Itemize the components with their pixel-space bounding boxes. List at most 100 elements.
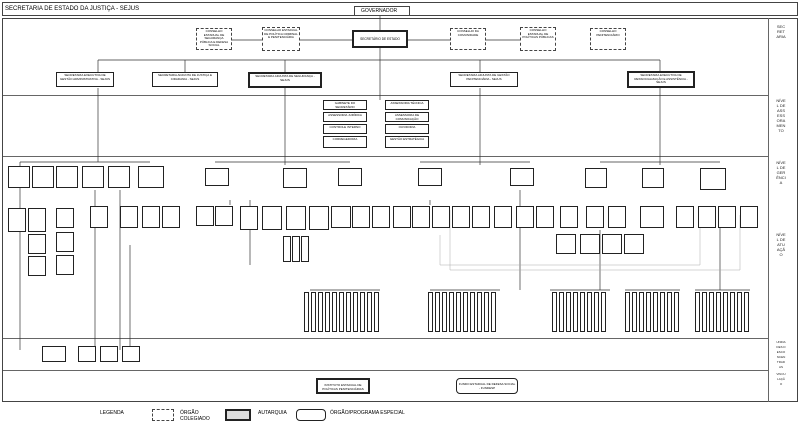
unit-column <box>477 292 482 332</box>
department-box <box>56 166 78 188</box>
unit-box <box>494 206 512 228</box>
fund-box: FUNDO ESTADUAL DE DEFESA SOCIAL - FUNDES… <box>456 378 518 394</box>
legend-label-collegiate: ÓRGÃO COLEGIADO <box>180 410 210 422</box>
unit-column <box>456 292 461 332</box>
unit-box <box>28 234 46 254</box>
secretariat-box: SECRETARIA ADJUNTA DE GESTÃO PENITENCIÁR… <box>450 72 518 87</box>
legend-label-autarchy: AUTARQUIA <box>258 410 287 416</box>
department-box <box>642 168 664 188</box>
unit-box <box>556 234 576 254</box>
assessment-box: ASSESSORIA JURÍDICA <box>323 112 367 122</box>
unit-column <box>374 292 379 332</box>
governor-box <box>354 6 410 16</box>
unit-column <box>332 292 337 332</box>
band-divider <box>3 156 768 157</box>
unit-box <box>586 206 604 228</box>
unit-column <box>667 292 672 332</box>
unit-box <box>676 206 694 228</box>
unit-box <box>286 206 306 230</box>
unit-box <box>162 206 180 228</box>
band-label: NÍVEL DE GERÊNCIA <box>776 160 786 185</box>
decentralized-box <box>78 346 96 362</box>
secretariat-box: SECRETARIA ADJUNTA DE JUSTIÇA E CIDADANI… <box>152 72 218 87</box>
unit-box <box>698 206 716 228</box>
unit-column <box>339 292 344 332</box>
unit-column <box>573 292 578 332</box>
unit-column <box>559 292 564 332</box>
unit-column <box>428 292 433 332</box>
department-box <box>32 166 54 188</box>
unit-column <box>594 292 599 332</box>
unit-box <box>352 206 370 228</box>
unit-box <box>8 208 26 232</box>
unit-column <box>442 292 447 332</box>
council-box: CONSELHO DA COMUNIDADE <box>450 28 486 50</box>
unit-column <box>449 292 454 332</box>
department-box <box>138 166 164 188</box>
secretary-box: SECRETÁRIO DE ESTADO <box>352 30 408 48</box>
department-box <box>108 166 130 188</box>
secretariat-box: SECRETARIA ADJUNTA DE SEGURANÇA - SEJUS <box>248 72 322 88</box>
council-box: CONSELHO ESTADUAL DE POLÍTICAS PÚBLICAS <box>520 27 556 51</box>
assessment-box: CORREGEDORIA <box>323 136 367 148</box>
unit-column <box>435 292 440 332</box>
legend-label-special: ÓRGÃO/PROGRAMA ESPECIAL <box>330 410 405 416</box>
unit-column <box>484 292 489 332</box>
band-label: UNIDADES DESCONCENTRADAS <box>776 340 786 369</box>
legend-swatch-special <box>296 409 326 421</box>
department-box <box>283 168 307 188</box>
unit-box <box>309 206 329 230</box>
unit-column <box>367 292 372 332</box>
sidebar <box>768 18 799 402</box>
unit-column <box>653 292 658 332</box>
unit-box <box>90 206 108 228</box>
band-label: SECRETARIA <box>776 24 786 39</box>
department-box <box>510 168 534 186</box>
unit-box <box>292 236 300 262</box>
legend-swatch-collegiate <box>152 409 174 421</box>
unit-box <box>283 236 291 262</box>
unit-box <box>580 234 600 254</box>
unit-box <box>412 206 430 228</box>
department-box <box>585 168 607 188</box>
assessment-box: GABINETE DO SECRETÁRIO <box>323 100 367 110</box>
unit-box <box>301 236 309 262</box>
secretariat-box: SECRETARIA EXECUTIVA DE RESSOCIALIZAÇÃO … <box>627 71 695 88</box>
unit-column <box>552 292 557 332</box>
department-box <box>82 166 104 188</box>
unit-column <box>646 292 651 332</box>
unit-column <box>601 292 606 332</box>
unit-box <box>624 234 644 254</box>
governor-label: GOVERNADOR <box>361 8 398 14</box>
unit-box <box>262 206 282 230</box>
unit-box <box>718 206 736 228</box>
unit-box <box>331 206 351 228</box>
unit-column <box>353 292 358 332</box>
band-divider <box>3 95 768 96</box>
decentralized-box <box>42 346 66 362</box>
band-label: NÍVEL DE ASSESSORAMENTO <box>776 98 786 133</box>
department-box <box>338 168 362 186</box>
unit-box <box>393 206 411 228</box>
unit-column <box>625 292 630 332</box>
unit-box <box>215 206 233 226</box>
unit-column <box>660 292 665 332</box>
unit-column <box>639 292 644 332</box>
department-box <box>700 168 726 190</box>
unit-box <box>372 206 390 228</box>
unit-box <box>142 206 160 228</box>
unit-column <box>702 292 707 332</box>
unit-box <box>560 206 578 228</box>
unit-box <box>56 208 74 228</box>
unit-box <box>608 206 626 228</box>
band-label: NÍVEL DE ATUAÇÃO <box>776 232 786 257</box>
unit-column <box>491 292 496 332</box>
department-box <box>205 168 229 186</box>
unit-box <box>602 234 622 254</box>
department-box <box>8 166 30 188</box>
decentralized-box <box>100 346 118 362</box>
decentralized-box <box>122 346 140 362</box>
unit-column <box>566 292 571 332</box>
assessment-box: ASSESSORIA TÉCNICA <box>385 100 429 110</box>
